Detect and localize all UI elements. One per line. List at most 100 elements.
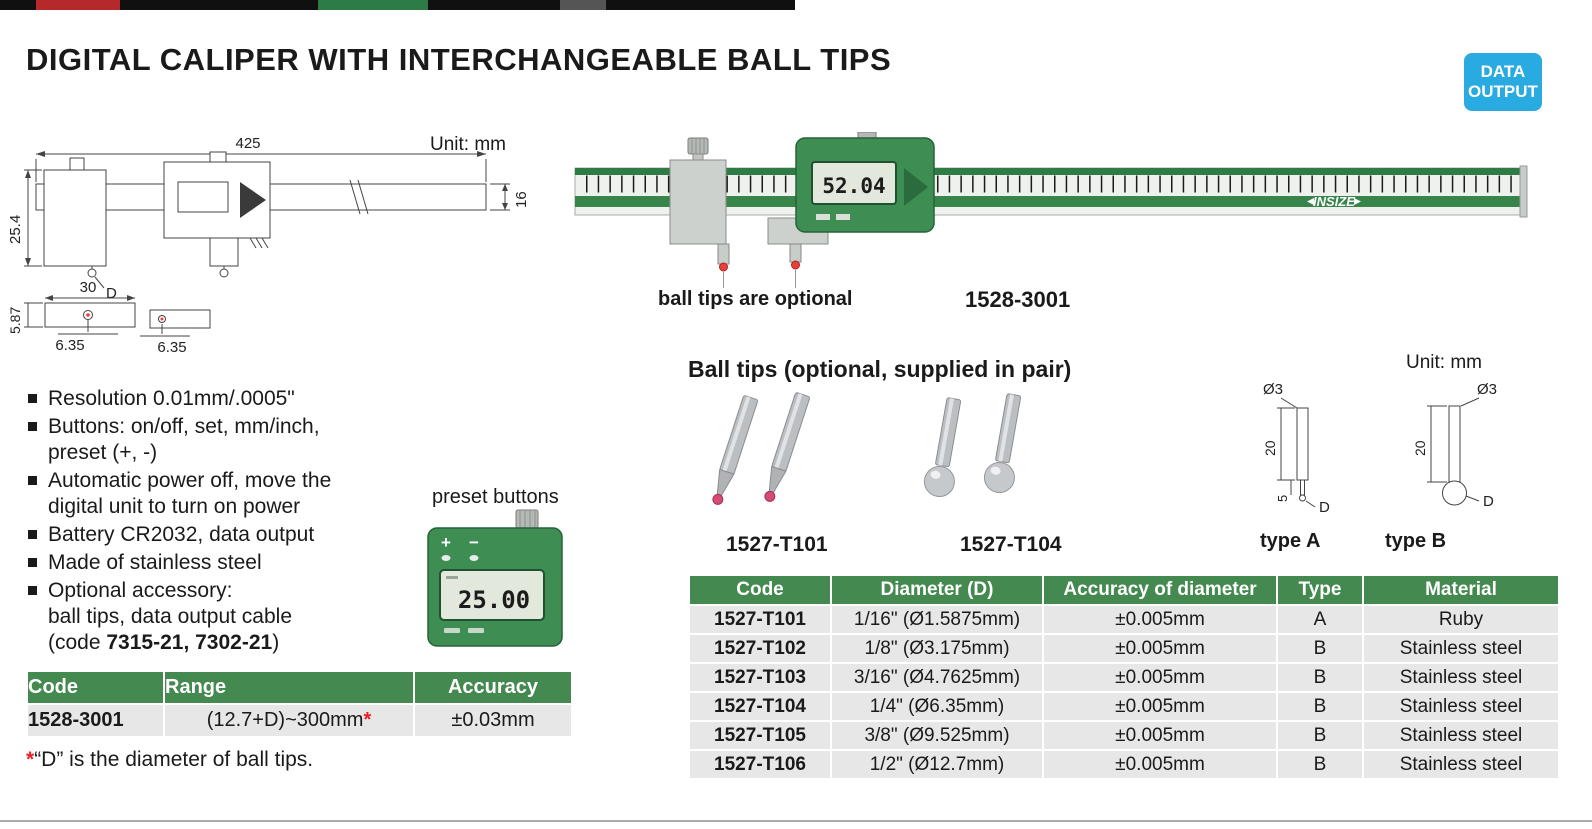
data-output-badge: DATA OUTPUT: [1464, 53, 1542, 111]
type-b-label: type B: [1385, 530, 1447, 552]
tips-header-type: Type: [1278, 576, 1362, 604]
brand-logo: INSIZE: [1313, 194, 1355, 209]
code-cell: 1527-T101: [690, 606, 830, 633]
spec-table: Code Range Accuracy 1528-3001 (12.7+D)~3…: [26, 670, 573, 738]
type-a-label: type A: [1260, 530, 1321, 552]
dim-beam-height-label: 16: [513, 191, 530, 208]
preset-caption: preset buttons: [432, 486, 559, 508]
code-cell: 1527-T103: [690, 664, 830, 691]
ball-tips-optional-caption: ball tips are optional: [658, 288, 853, 310]
unit-label-right: Unit: mm: [1406, 352, 1482, 373]
type-a-tip-len-label: 5: [1275, 495, 1290, 502]
caliper-photo: INSIZE 52.04: [574, 132, 1528, 288]
diameter-cell: 1/2" (Ø12.7mm): [832, 751, 1042, 778]
page-title: DIGITAL CALIPER WITH INTERCHANGEABLE BAL…: [26, 42, 892, 77]
accessory-codes: 7315-21, 7302-21: [106, 631, 273, 654]
fixed-jaw: [669, 137, 730, 272]
ball-tips-table: Code Diameter (D) Accuracy of diameter T…: [688, 574, 1560, 780]
accuracy-cell: ±0.005mm: [1044, 606, 1276, 633]
table-row: 1527-T106 1/2" (Ø12.7mm) ±0.005mm B Stai…: [690, 751, 1558, 778]
digital-unit: 52.04: [795, 132, 935, 233]
tips-header-code: Code: [690, 576, 830, 604]
spec-table-header-row: Code Range Accuracy: [28, 672, 571, 703]
tip1-code: 1527-T101: [726, 533, 828, 556]
feature-item: Resolution 0.01mm/.0005": [28, 386, 428, 412]
feature-line: Resolution 0.01mm/.0005": [48, 387, 295, 410]
dim-length-label: 425: [235, 135, 260, 152]
material-cell: Stainless steel: [1364, 635, 1558, 662]
bullet-icon: [28, 476, 37, 485]
ruby-dot-icon: [86, 313, 90, 317]
banner-gray-segment: [560, 0, 606, 10]
bottom-rule: [0, 820, 1592, 822]
table-row: 1527-T103 3/16" (Ø4.7625mm) ±0.005mm B S…: [690, 664, 1558, 691]
plus-button-label: +: [441, 533, 451, 552]
dim-tip-len-label: 30: [80, 279, 97, 296]
range-asterisk: *: [363, 709, 372, 731]
top-banner: [0, 0, 795, 10]
ruby-tip-2: [764, 392, 811, 502]
type-b-len-label: 20: [1412, 440, 1428, 456]
type-b-dia-label: Ø3: [1477, 381, 1497, 398]
preset-buttons-photo: + − 25.00: [427, 509, 563, 647]
type-b-d-label: D: [1483, 493, 1494, 510]
caliper-technical-drawing: 425 16 D 25.4: [7, 135, 530, 356]
ball-tip-icon: [791, 260, 800, 270]
tips-header-material: Material: [1364, 576, 1558, 604]
spec-header-range: Range: [165, 672, 413, 703]
plus-button-icon: [441, 555, 451, 561]
code-cell: 1527-T106: [690, 751, 830, 778]
feature-line: digital unit to turn on power: [48, 495, 301, 518]
model-number: 1528-3001: [965, 287, 1071, 312]
spec-code-cell: 1528-3001: [28, 705, 163, 736]
feature-line: preset (+, -): [48, 441, 158, 464]
spec-header-code: Code: [28, 672, 163, 703]
steel-ball-icon: [983, 462, 1015, 494]
spec-range-cell: (12.7+D)~300mm*: [165, 705, 413, 736]
table-row: 1527-T102 1/8" (Ø3.175mm) ±0.005mm B Sta…: [690, 635, 1558, 662]
material-cell: Stainless steel: [1364, 722, 1558, 749]
table-row: 1527-T105 3/8" (Ø9.525mm) ±0.005mm B Sta…: [690, 722, 1558, 749]
feature-item: Optional accessory: ball tips, data outp…: [28, 578, 428, 656]
spec-table-row: 1528-3001 (12.7+D)~300mm* ±0.03mm: [28, 705, 571, 736]
feature-line: ball tips, data output cable: [48, 605, 293, 628]
code-cell: 1527-T102: [690, 635, 830, 662]
feature-line: (code 7315-21, 7302-21): [48, 631, 280, 654]
type-cell: B: [1278, 635, 1362, 662]
banner-green-segment: [318, 0, 428, 10]
tip-type-drawings: Ø3 20 5 D Ø3 20 D: [1262, 381, 1497, 516]
code-cell: 1527-T105: [690, 722, 830, 749]
banner-red-segment: [36, 0, 120, 10]
accuracy-cell: ±0.005mm: [1044, 751, 1276, 778]
tips-table-header-row: Code Diameter (D) Accuracy of diameter T…: [690, 576, 1558, 604]
material-cell: Stainless steel: [1364, 693, 1558, 720]
dim-tip-dia-b-label: 6.35: [157, 339, 186, 356]
diameter-cell: 1/8" (Ø3.175mm): [832, 635, 1042, 662]
diameter-cell: 1/16" (Ø1.5875mm): [832, 606, 1042, 633]
ruby-dot-icon: [160, 317, 164, 321]
accuracy-cell: ±0.005mm: [1044, 635, 1276, 662]
feature-list: Resolution 0.01mm/.0005" Buttons: on/off…: [28, 386, 428, 658]
accuracy-cell: ±0.005mm: [1044, 722, 1276, 749]
type-cell: B: [1278, 751, 1362, 778]
material-cell: Ruby: [1364, 606, 1558, 633]
dim-tip-dia-a-label: 6.35: [55, 337, 84, 354]
type-cell: B: [1278, 722, 1362, 749]
footnote-asterisk: *: [26, 748, 35, 771]
type-cell: B: [1278, 664, 1362, 691]
material-cell: Stainless steel: [1364, 751, 1558, 778]
preset-lcd-reading: 25.00: [458, 586, 530, 614]
ruby-ball-icon: [764, 490, 776, 502]
tip2-code: 1527-T104: [960, 533, 1062, 556]
feature-line: Battery CR2032, data output: [48, 523, 315, 546]
bullet-icon: [28, 394, 37, 403]
accuracy-cell: ±0.005mm: [1044, 664, 1276, 691]
feature-item: Made of stainless steel: [28, 550, 428, 576]
ball-tips-heading: Ball tips (optional, supplied in pair): [688, 356, 1072, 382]
type-a-dia-label: Ø3: [1263, 381, 1283, 398]
accuracy-cell: ±0.005mm: [1044, 693, 1276, 720]
badge-line1: DATA: [1480, 61, 1526, 81]
steel-tip-1: [923, 397, 962, 498]
spec-header-accuracy: Accuracy: [415, 672, 571, 703]
